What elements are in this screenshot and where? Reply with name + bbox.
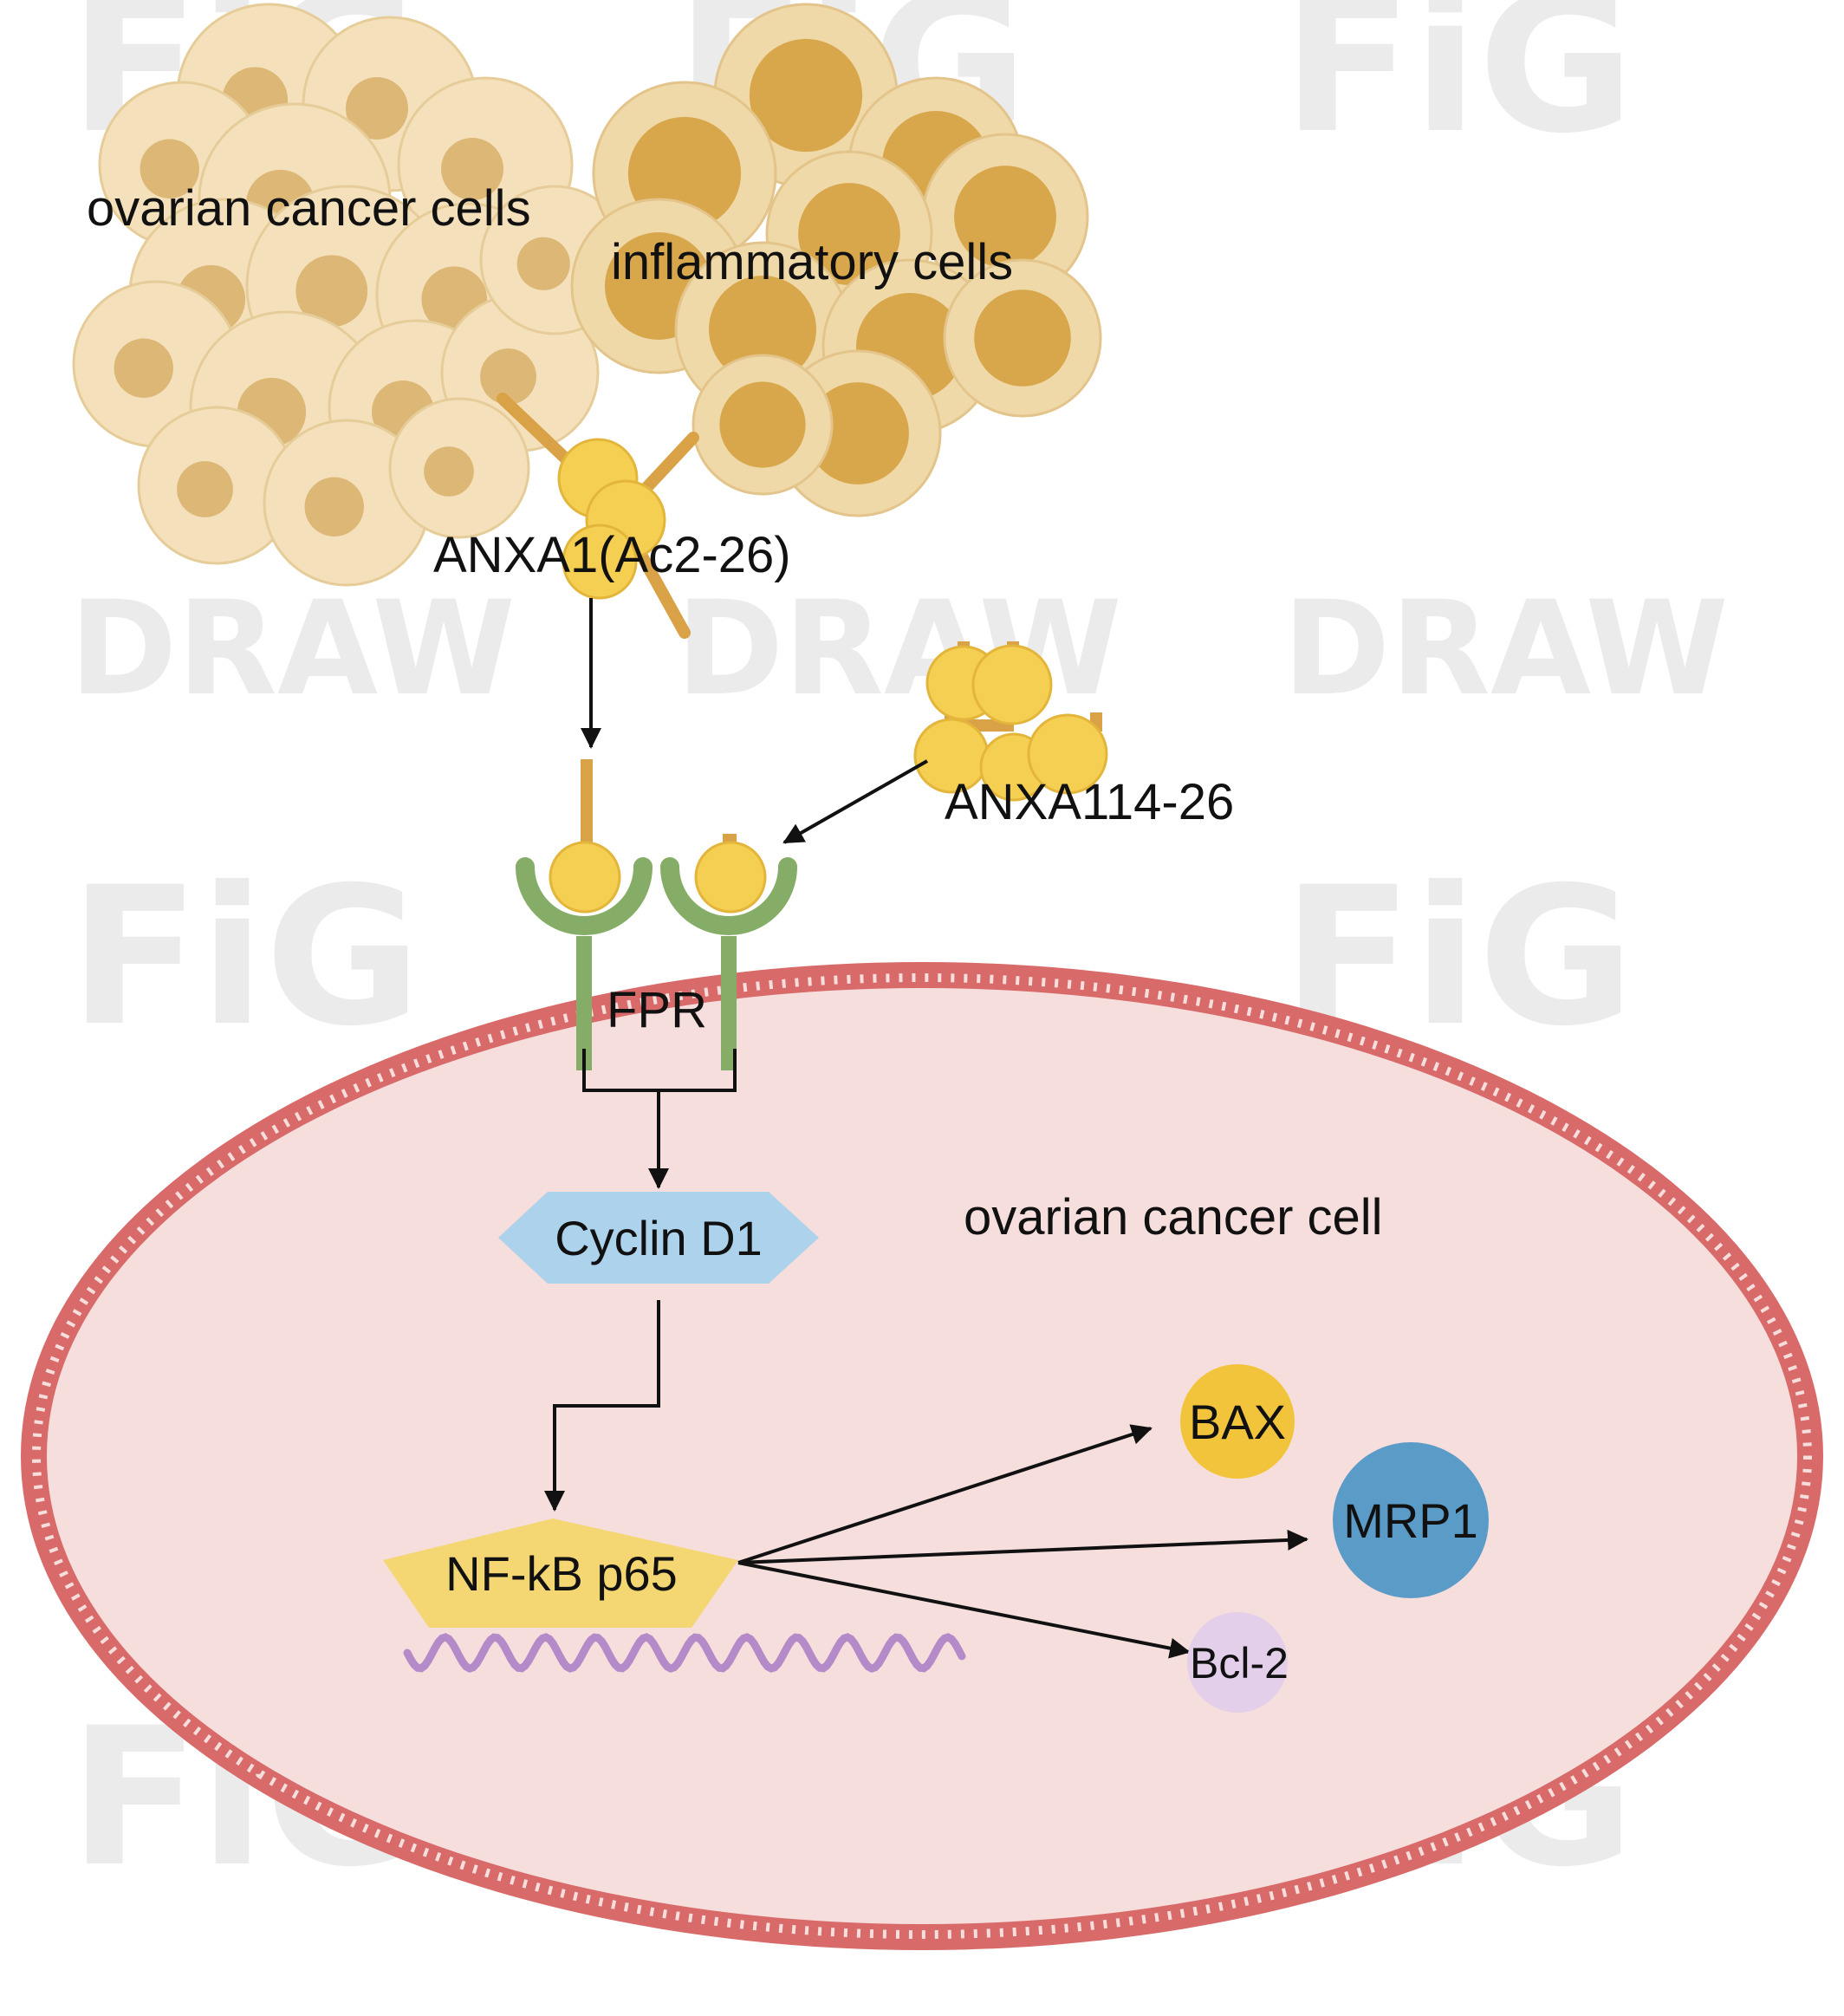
cancer-cell — [388, 397, 530, 539]
arrow-nfkb-to-bcl2 — [737, 1561, 1191, 1659]
label-mrp1: MRP1 — [1343, 1493, 1478, 1548]
arrow-anxa114-26-to-fpr — [782, 759, 928, 844]
cyclin-d1-node — [498, 1192, 819, 1284]
label-inflammatory-cells: inflammatory cells — [611, 234, 1013, 290]
arrow-nfkb-to-mrp1 — [737, 1529, 1308, 1564]
label-fpr: FPR — [607, 982, 707, 1038]
bound-ligand — [549, 841, 621, 914]
inflammatory-cell — [943, 258, 1102, 418]
cancer-cell-nucleus — [295, 255, 368, 328]
inflammatory-cells-cluster — [570, 3, 1102, 517]
inflammatory-cell-nucleus — [719, 381, 806, 468]
cancer-cell-nucleus — [346, 77, 408, 140]
mrp1-node — [1333, 1442, 1489, 1598]
watermark-fig: FiG — [1282, 0, 1634, 175]
ovarian-cancer-cell-membrane — [21, 962, 1823, 1950]
arrow-nfkb-to-bax — [737, 1424, 1152, 1564]
inflammatory-cell — [692, 354, 834, 496]
inflammatory-cell — [921, 133, 1089, 301]
cancer-cell-nucleus — [441, 138, 503, 200]
label-nfkb-p65: NF-kB p65 — [445, 1546, 678, 1601]
cancer-cell-nucleus — [140, 139, 199, 198]
pathway-arrows — [544, 598, 1308, 1659]
anxa1-14-26-ligand — [913, 641, 1108, 802]
ovarian-cancer-cells-cluster — [72, 3, 630, 587]
cancer-cell-nucleus — [304, 477, 364, 537]
label-anxa1-ac2-26: ANXA1(Ac2-26) — [433, 527, 791, 583]
bax-node — [1180, 1364, 1295, 1479]
watermark-draw: DRAW — [69, 574, 516, 725]
bound-peptide-stem — [581, 759, 593, 846]
cancer-cell-nucleus — [516, 237, 570, 290]
watermark-draw: DRAW — [1282, 574, 1729, 725]
inflammatory-cell-nucleus — [798, 183, 900, 285]
bcl2-node — [1187, 1612, 1288, 1713]
cancer-cell-nucleus — [424, 446, 474, 497]
fpr-receptors — [516, 759, 797, 1070]
label-anxa114-26: ANXA114-26 — [945, 774, 1234, 830]
arrow-cyclin-d1-to-nfkb — [544, 1300, 660, 1512]
cancer-cell-nucleus — [480, 348, 536, 405]
inflammatory-cell-nucleus — [807, 382, 909, 484]
label-ovarian-cancer-cells: ovarian cancer cells — [87, 180, 531, 237]
label-cyclin-d1: Cyclin D1 — [555, 1211, 763, 1265]
bound-ligand — [694, 841, 767, 914]
nfkb-p65-node — [383, 1519, 738, 1628]
inflammatory-cell-nucleus — [749, 38, 863, 153]
cancer-cell-nucleus — [114, 338, 173, 398]
inflammatory-cell-nucleus — [954, 166, 1056, 268]
inflammatory-cell-nucleus — [974, 289, 1071, 387]
anxa1-ac2-26-ligand — [497, 393, 699, 639]
cancer-cell — [137, 406, 296, 565]
label-bcl2: Bcl-2 — [1190, 1639, 1289, 1688]
label-bax: BAX — [1189, 1395, 1286, 1449]
watermark-draw: DRAW — [676, 574, 1122, 725]
dna-strand — [403, 1633, 966, 1673]
label-ovarian-cancer-cell: ovarian cancer cell — [964, 1189, 1383, 1245]
inflammatory-cell-nucleus — [709, 276, 816, 383]
watermark-fig: FiG — [69, 846, 421, 1068]
cancer-cell-nucleus — [177, 461, 233, 517]
